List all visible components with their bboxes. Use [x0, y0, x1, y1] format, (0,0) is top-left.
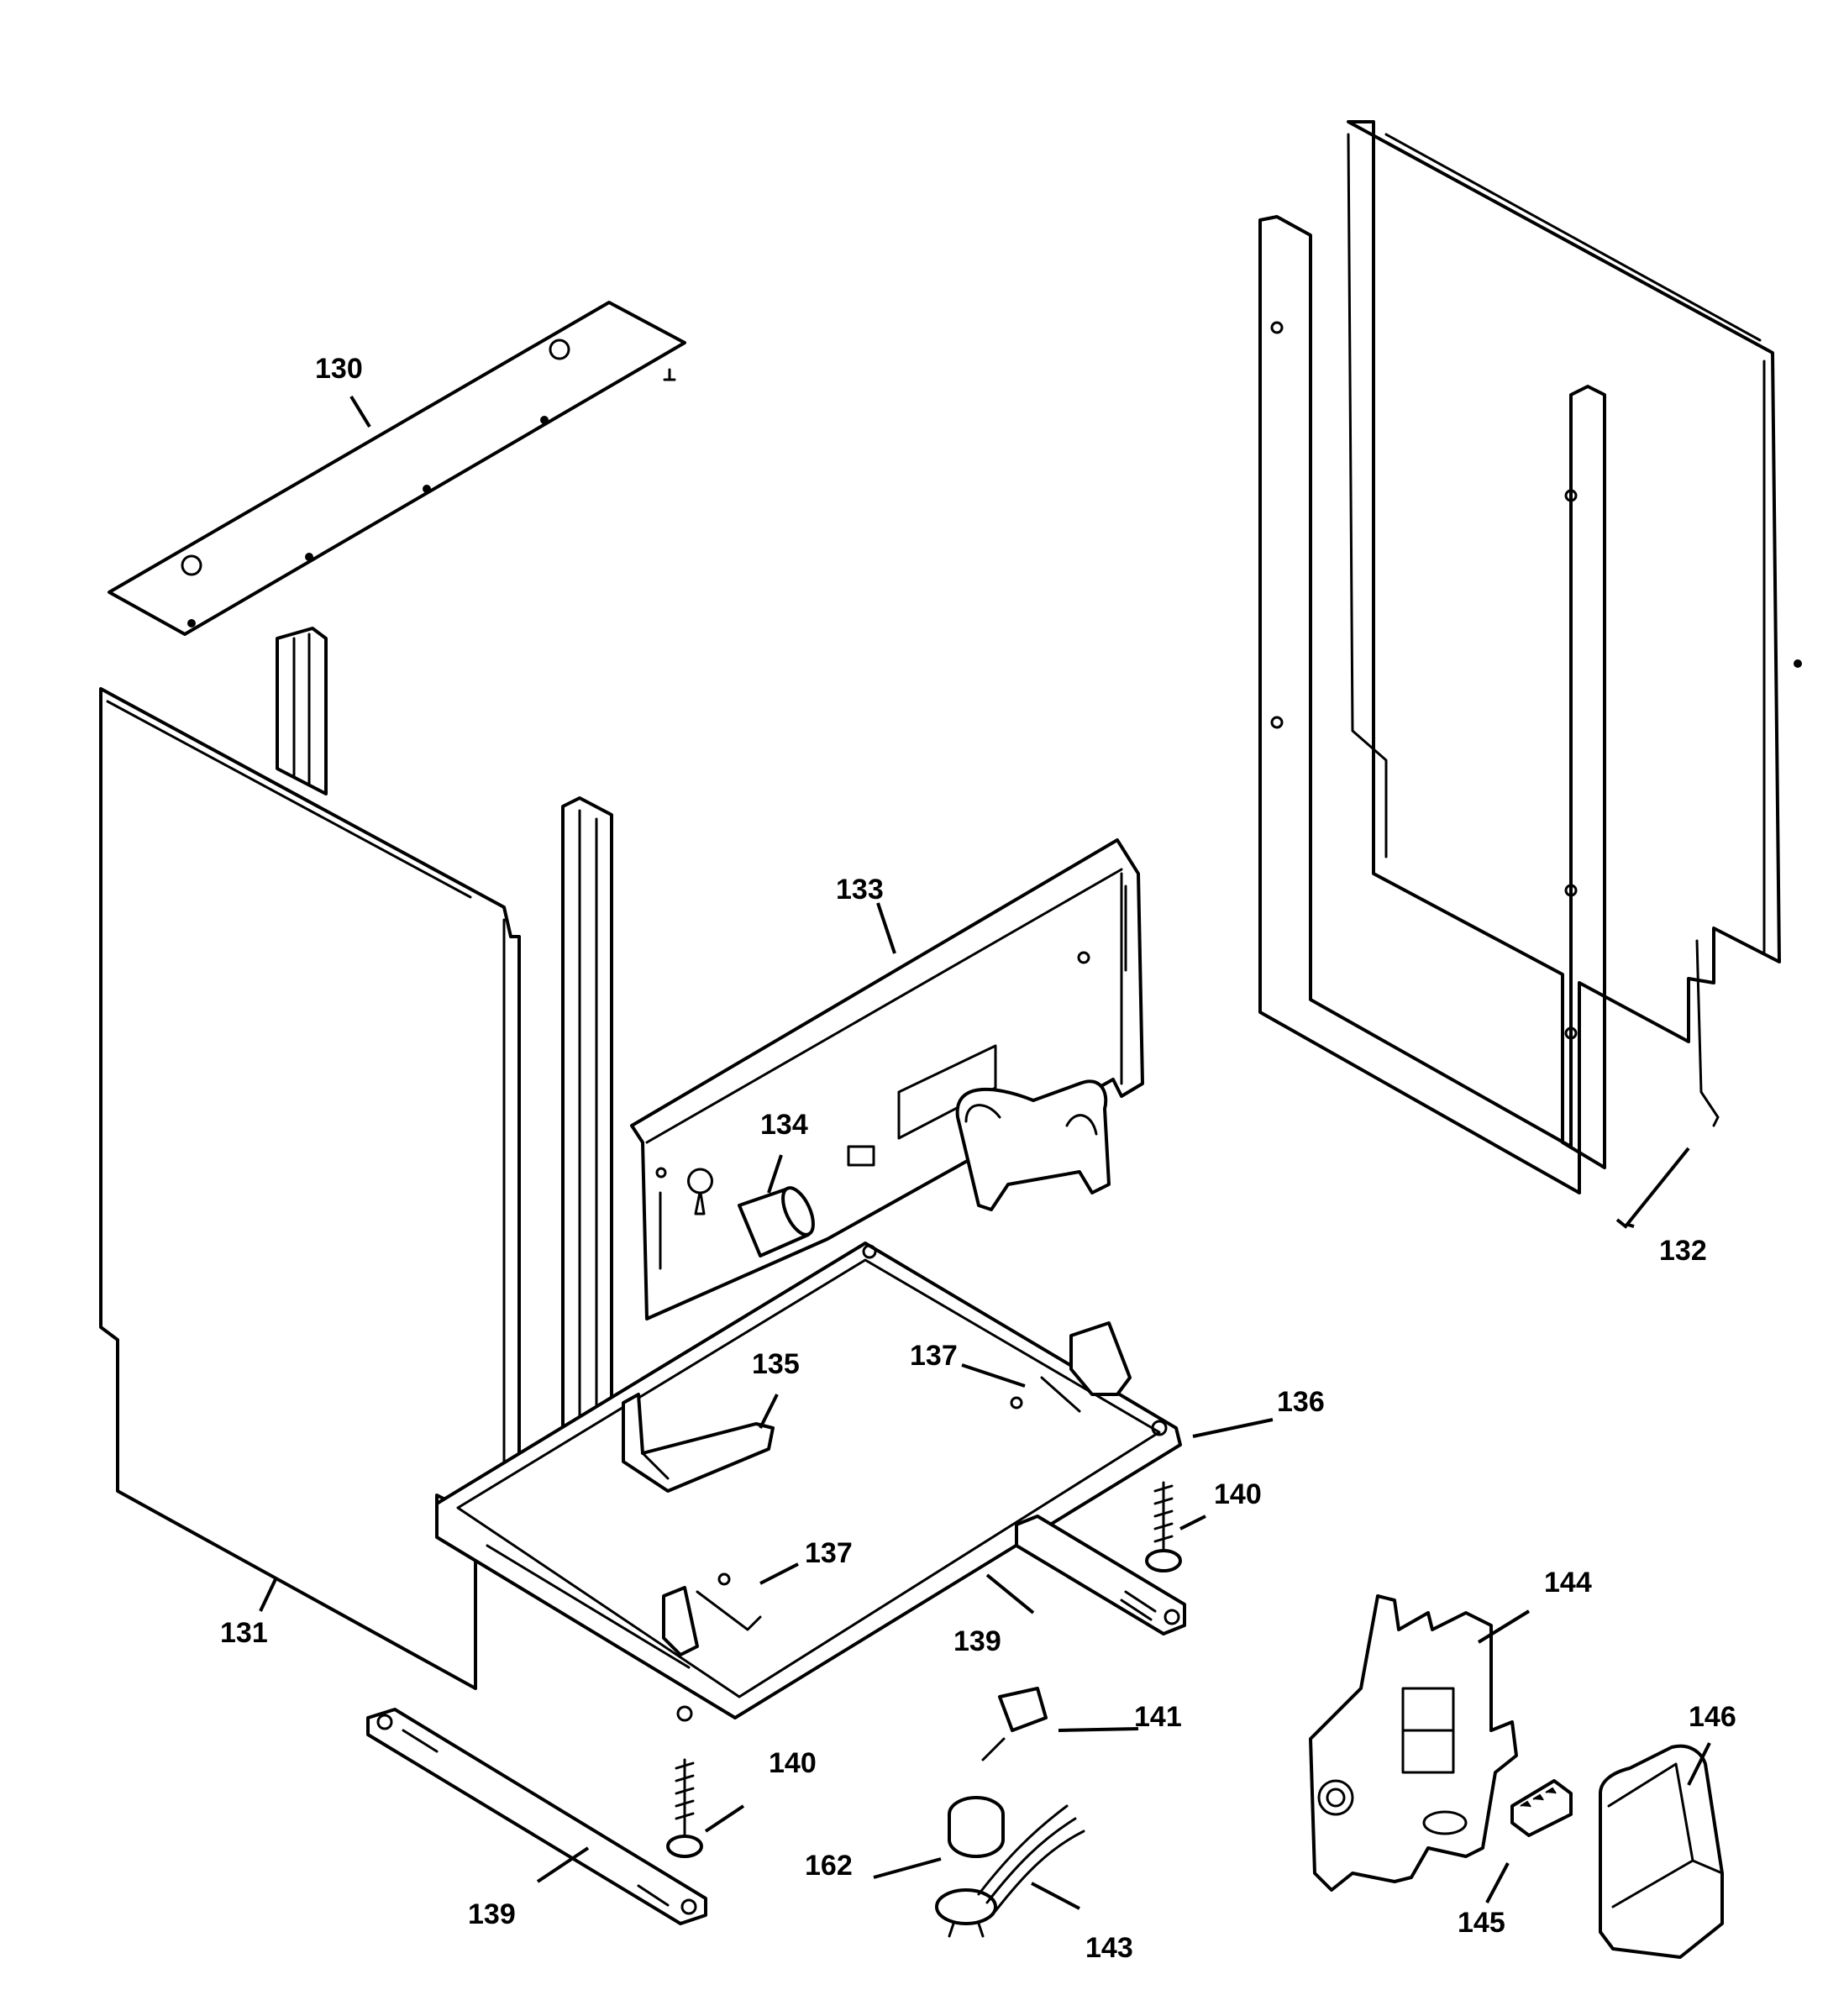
callout-144: 144: [1544, 1567, 1592, 1599]
part-140-leveling-screw-right: [1145, 1481, 1182, 1572]
part-140-leveling-screw-left: [666, 1758, 703, 1858]
part-131-left-side-panel: [99, 687, 521, 1690]
part-139-leveling-rail-right: [1015, 1515, 1186, 1635]
callout-162: 162: [805, 1850, 853, 1882]
callout-137-lower: 137: [805, 1537, 853, 1569]
part-141-switch: [981, 1687, 1048, 1761]
callout-135: 135: [752, 1348, 800, 1380]
part-139-leveling-rail-left: [366, 1708, 707, 1925]
part-135-l-bracket: [622, 1393, 775, 1493]
part-143-sensor-harness: [935, 1804, 1085, 1938]
part-162-cap: [948, 1796, 1005, 1858]
leader-lines: [259, 395, 1711, 1910]
callout-137-upper: 137: [910, 1340, 958, 1372]
callout-140-right: 140: [1214, 1478, 1262, 1510]
part-136-base-frame: [435, 1242, 1182, 1722]
callout-139-right: 139: [953, 1625, 1001, 1657]
part-145-terminal-block: [1510, 1779, 1573, 1837]
air-duct-bracket: [955, 1079, 1111, 1211]
part-146-terminal-cover: [1599, 1744, 1724, 1959]
part-144-terminal-bracket: [1309, 1594, 1518, 1892]
callout-140-left: 140: [769, 1747, 817, 1779]
part-133-control-panel: [630, 838, 1144, 1320]
rear-left-upright-post: [276, 627, 328, 795]
part-130-top-strip: [108, 301, 686, 636]
callout-146: 146: [1689, 1701, 1736, 1733]
callout-145: 145: [1458, 1907, 1505, 1939]
callout-139-left: 139: [468, 1898, 516, 1930]
callout-130: 130: [315, 353, 363, 385]
callout-133: 133: [836, 874, 884, 906]
callout-143: 143: [1085, 1932, 1133, 1964]
part-134-switch-cylinder: [738, 1186, 815, 1257]
part-137-latch-bracket-upper: [1010, 1321, 1132, 1413]
callout-134: 134: [760, 1109, 808, 1141]
callout-labels: 130 131 132 133 134 135 136 137 137 139 …: [220, 353, 1736, 1964]
part-132-right-side-frame: [1258, 120, 1802, 1194]
callout-136: 136: [1277, 1386, 1325, 1418]
part-137-latch-bracket-lower: [662, 1572, 762, 1656]
callout-132: 132: [1659, 1235, 1707, 1267]
callout-141: 141: [1134, 1701, 1182, 1733]
callout-131: 131: [220, 1617, 268, 1649]
